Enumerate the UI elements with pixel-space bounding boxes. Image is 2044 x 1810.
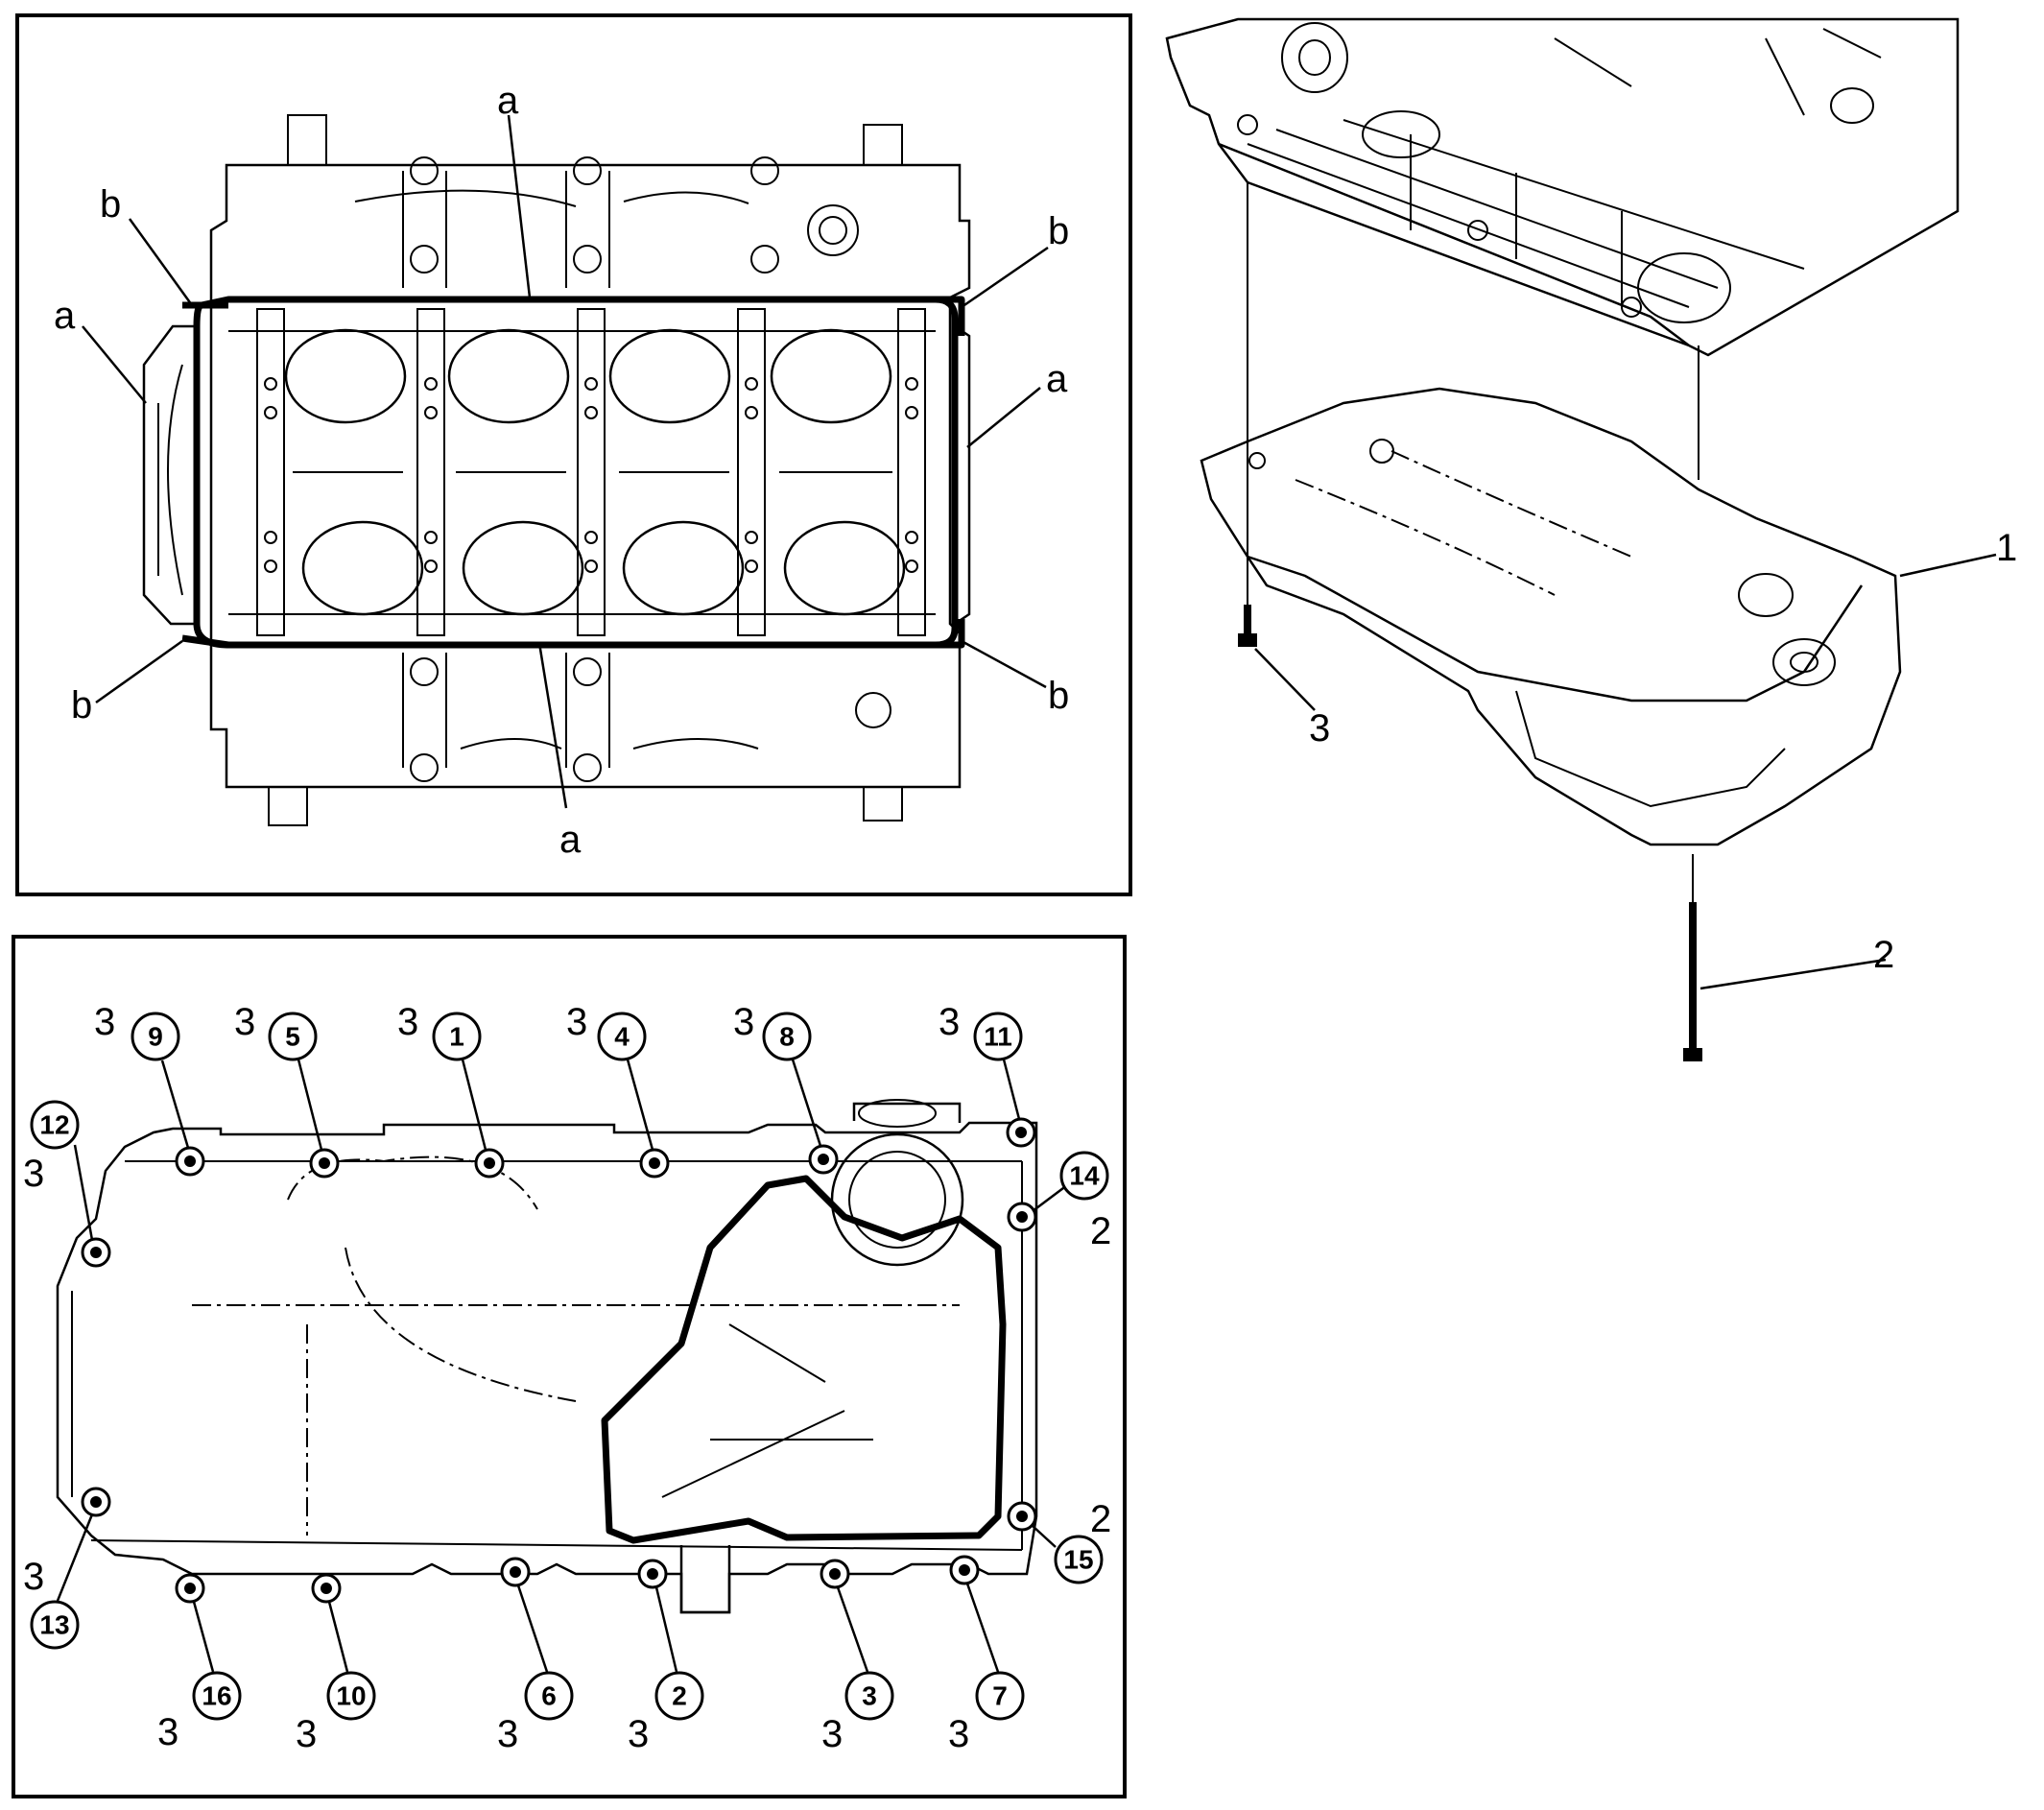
label-a-right: a (1046, 358, 1068, 400)
seq-right-bottom: 15 (1063, 1545, 1093, 1575)
bolt-label-top-6: 3 (939, 1001, 960, 1043)
long-bolt-exploded (1683, 902, 1702, 1061)
seq-top-5: 8 (779, 1022, 795, 1052)
leader-short-bolt (1254, 648, 1316, 711)
sequence-leaders (56, 1059, 1068, 1673)
front-cover (142, 324, 199, 626)
label-b-bottom-left: b (71, 684, 92, 726)
bolt-sequence-panel: 9 5 1 4 8 11 12 13 14 15 16 10 6 2 3 7 3… (12, 935, 1127, 1798)
long-bolt-label-right-top: 2 (1090, 1210, 1111, 1252)
seq-left-top: 12 (39, 1110, 69, 1140)
seq-bottom-3: 6 (541, 1681, 557, 1711)
label-pan: 1 (1996, 527, 2017, 569)
lower-bolt-bosses (402, 653, 891, 782)
seq-top-3: 1 (449, 1022, 464, 1052)
bolt-label-top-1: 3 (94, 1001, 115, 1043)
short-bolt-exploded (1238, 605, 1257, 647)
engine-block-underside (1165, 17, 1960, 357)
sequence-callouts (30, 1012, 1109, 1721)
label-b-top-left: b (100, 183, 121, 226)
seq-right-top: 14 (1069, 1161, 1100, 1191)
label-a-top: a (497, 80, 519, 122)
bolt-label-bottom-2: 3 (296, 1713, 317, 1755)
label-a-bottom: a (559, 819, 582, 861)
rear-cover (953, 323, 971, 627)
block-leaders (82, 114, 1049, 809)
bolt-type-labels: 3 3 3 3 3 3 3 3 2 2 3 3 3 3 3 3 (23, 1001, 1111, 1755)
cylinder-bores (284, 328, 906, 616)
bolt-label-top-4: 3 (566, 1001, 587, 1043)
engine-block-panel: a a a a b b b b (15, 13, 1132, 896)
seal-bead-bottom-right (936, 619, 965, 649)
seq-bottom-4: 2 (672, 1681, 687, 1711)
bolt-label-bottom-6: 3 (948, 1713, 969, 1755)
baffle-plate (601, 1175, 1007, 1544)
sequence-panel-frame (12, 935, 1127, 1798)
seq-bottom-1: 16 (202, 1681, 231, 1711)
seq-top-2: 5 (285, 1022, 300, 1052)
seal-bead-top-right (936, 296, 965, 336)
bolt-label-bottom-4: 3 (628, 1713, 649, 1755)
seq-top-4: 4 (614, 1022, 630, 1052)
drain-plug-boss (679, 1545, 731, 1614)
upper-bolt-bosses (354, 156, 859, 288)
seq-top-6: 11 (984, 1022, 1012, 1052)
seq-left-bottom: 13 (39, 1610, 69, 1640)
oil-pan-exploded (1200, 387, 1902, 846)
bolt-label-bottom-3: 3 (497, 1713, 518, 1755)
sequence-numbers: 9 5 1 4 8 11 12 13 14 15 16 10 6 2 3 7 (39, 1022, 1100, 1711)
bolt-label-top-5: 3 (733, 1001, 754, 1043)
label-b-bottom-right: b (1048, 675, 1069, 717)
label-long-bolt: 2 (1873, 934, 1894, 976)
bolt-label-bottom-1: 3 (157, 1711, 178, 1753)
leader-long-bolt (1699, 958, 1887, 990)
seq-bottom-6: 7 (992, 1681, 1008, 1711)
seq-top-1: 9 (148, 1022, 163, 1052)
bolt-label-top-2: 3 (234, 1001, 255, 1043)
block-panel-frame (15, 13, 1132, 896)
seq-bottom-5: 3 (862, 1681, 877, 1711)
bolt-label-bottom-5: 3 (821, 1713, 843, 1755)
label-a-left: a (54, 295, 76, 337)
long-bolt-label-right-bottom: 2 (1090, 1498, 1111, 1540)
oil-filter-housing (830, 1132, 964, 1267)
bolt-label-left-bottom: 3 (23, 1556, 44, 1598)
label-short-bolt: 3 (1309, 707, 1330, 750)
seq-bottom-2: 10 (336, 1681, 366, 1711)
label-b-top-right: b (1048, 210, 1069, 252)
block-outline (209, 163, 971, 789)
leader-pan (1899, 553, 1997, 578)
bolt-heads (81, 1117, 1037, 1604)
bolt-label-top-3: 3 (397, 1001, 418, 1043)
exploded-view: 3 2 1 (1165, 17, 2017, 1061)
bolt-label-left-top: 3 (23, 1153, 44, 1195)
rail-bolt-holes (264, 377, 918, 573)
seal-bead-bottom-left (181, 634, 229, 649)
